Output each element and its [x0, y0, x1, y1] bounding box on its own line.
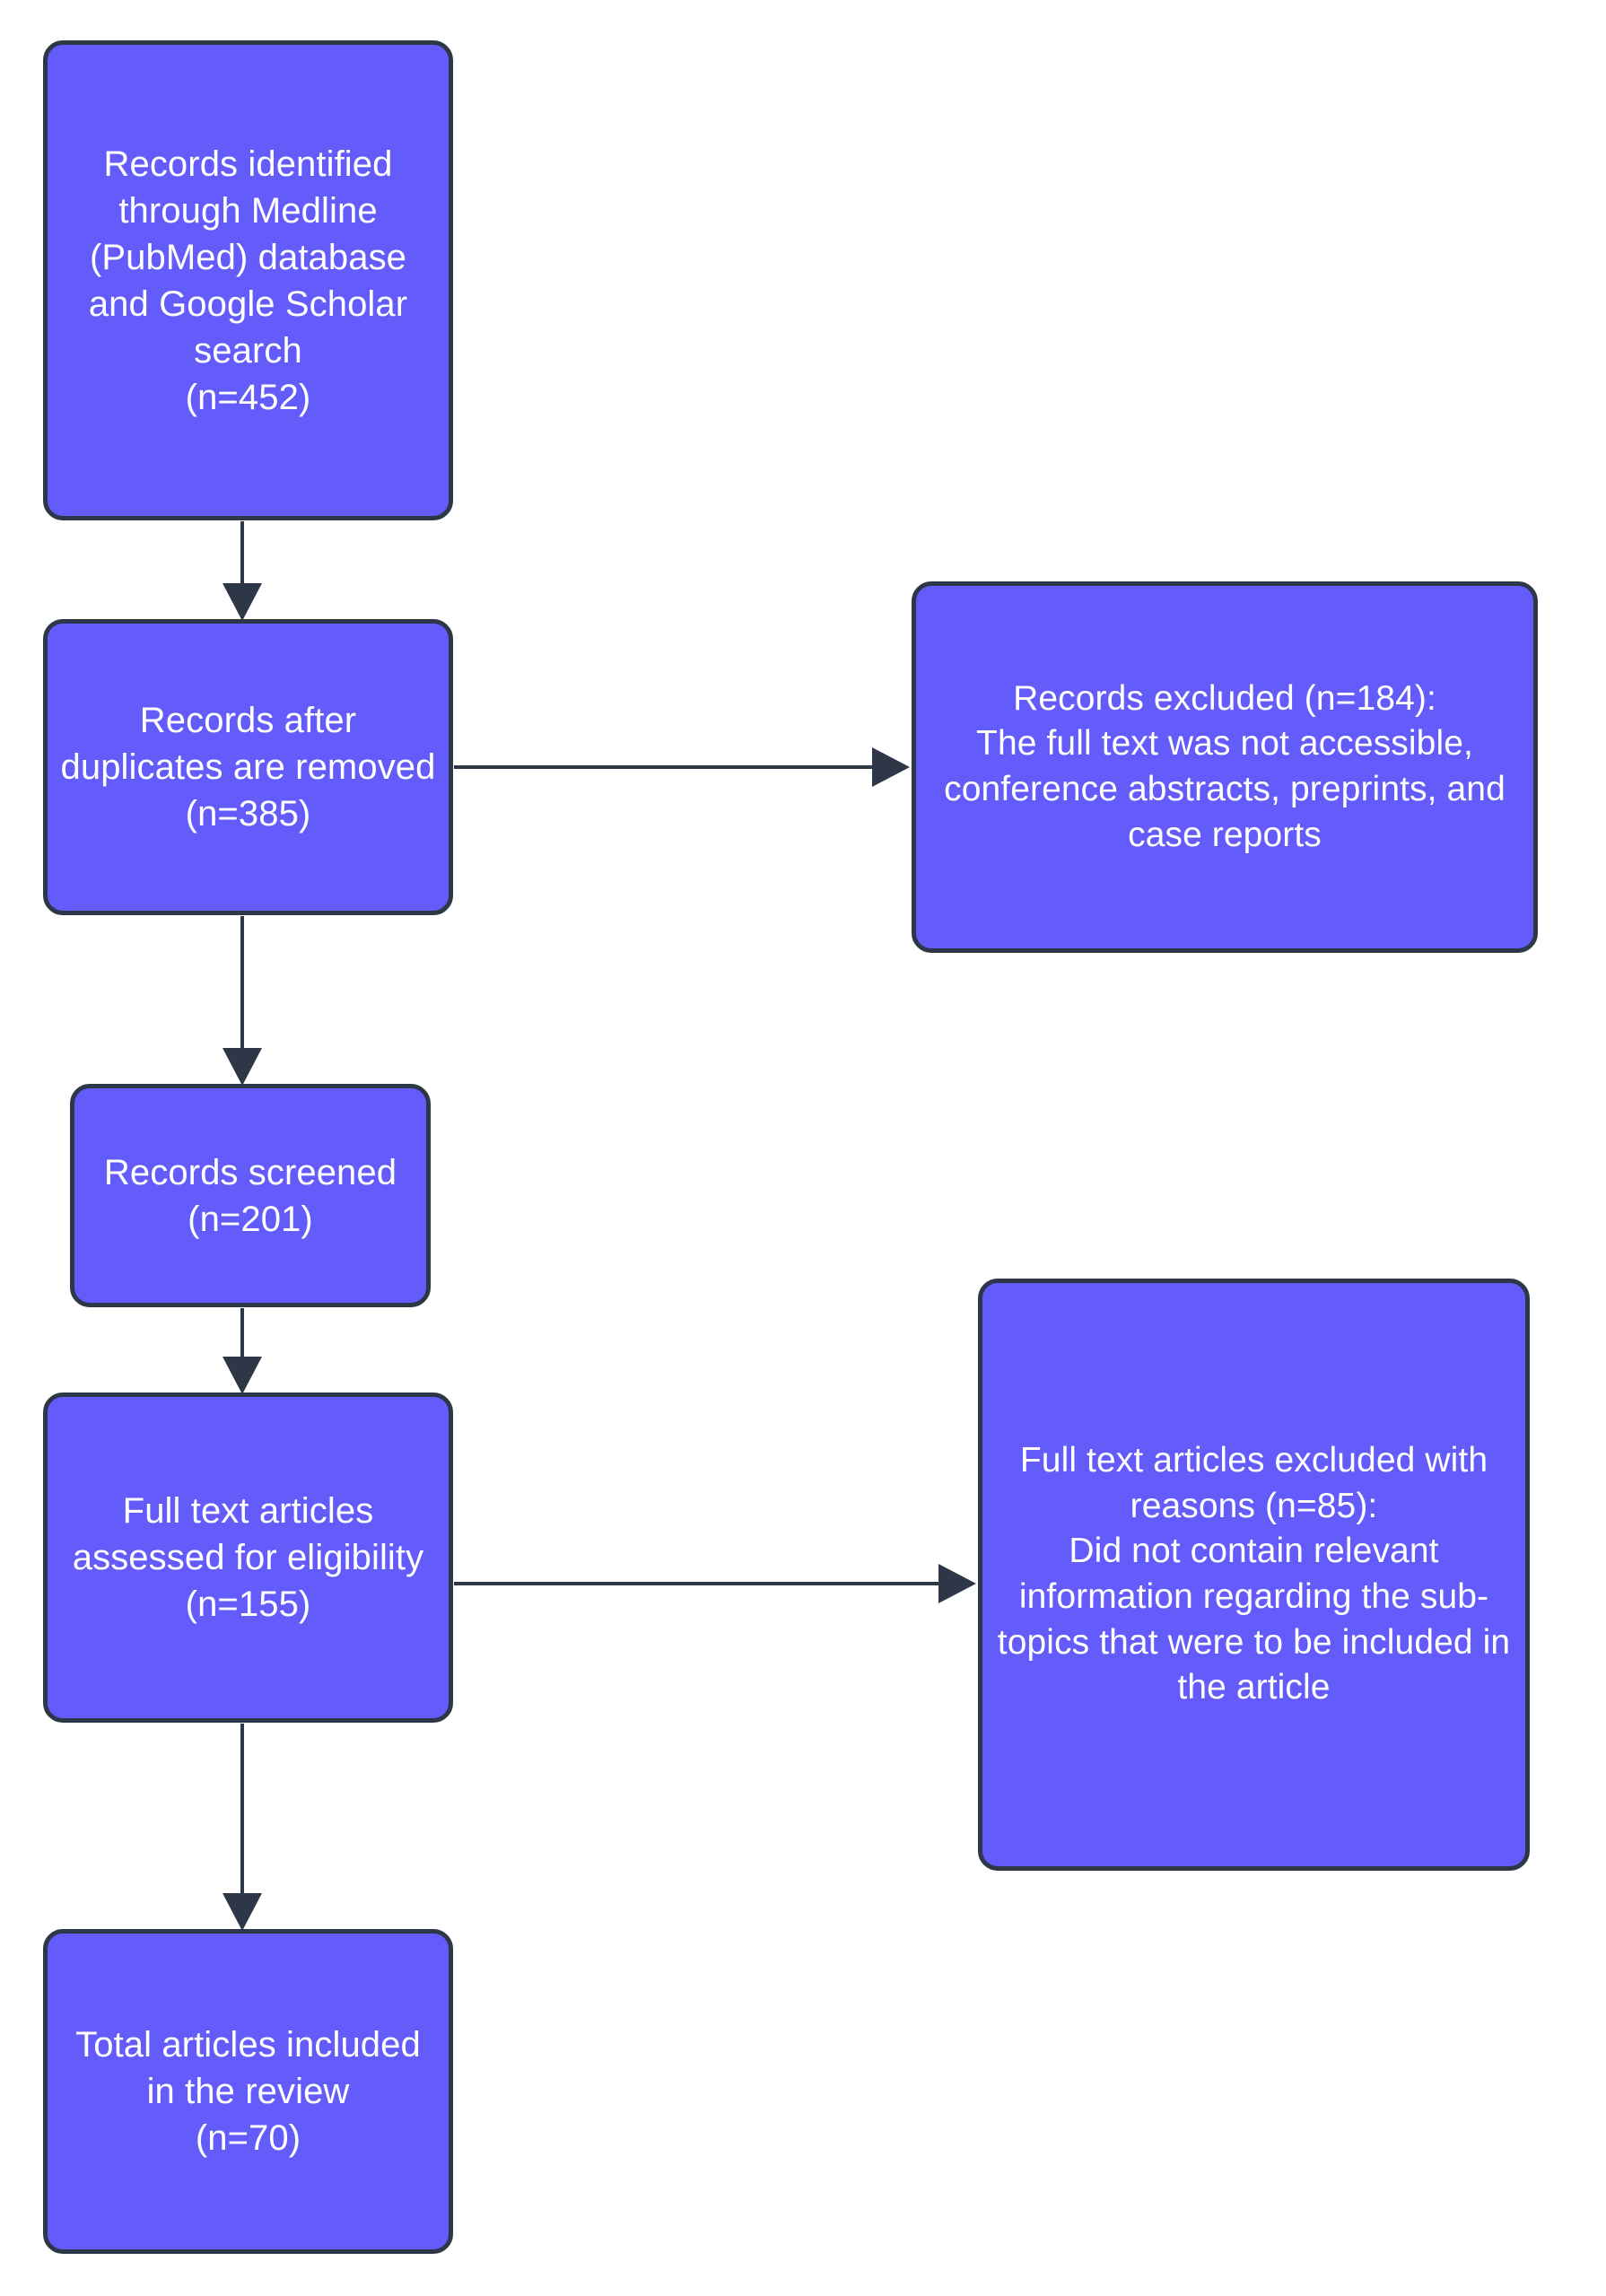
edge-duplicates-to-excluded-records: [454, 747, 910, 787]
node-records-screened: Records screened (n=201): [70, 1084, 431, 1307]
node-records-identified: Records identified through Medline (PubM…: [43, 40, 453, 520]
edge-duplicates-to-screened: [223, 916, 262, 1086]
node-full-text-articles-excluded-with-reasons: Full text articles excluded with reasons…: [978, 1279, 1530, 1871]
node-records-excluded: Records excluded (n=184): The full text …: [912, 581, 1538, 953]
node-total-articles-included-in-review: Total articles included in the review (n…: [43, 1929, 453, 2254]
node-records-after-duplicates-removed: Records after duplicates are removed (n=…: [43, 619, 453, 915]
edge-eligibility-to-excluded-fulltext: [454, 1564, 976, 1603]
edge-screened-to-eligibility: [223, 1308, 262, 1394]
node-full-text-articles-assessed-for-eligibility: Full text articles assessed for eligibil…: [43, 1392, 453, 1723]
edge-eligibility-to-included: [223, 1724, 262, 1931]
edge-identified-to-duplicates: [223, 521, 262, 621]
